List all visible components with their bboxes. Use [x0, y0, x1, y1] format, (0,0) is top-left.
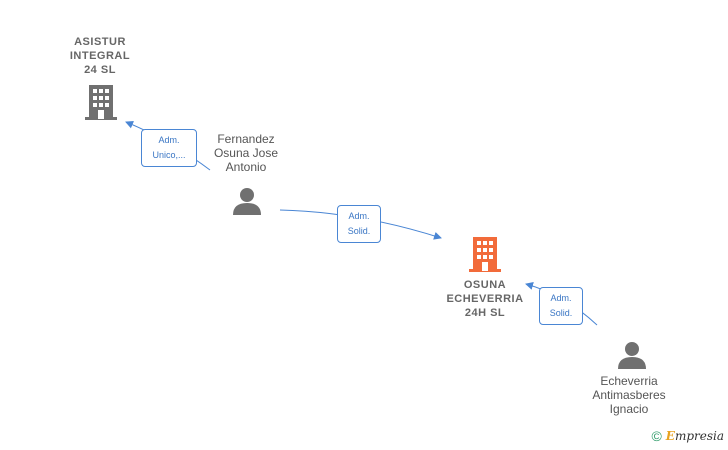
edge-label-fernandez-asistur[interactable]: Adm. Unico,...	[141, 129, 197, 167]
footer-brand: © Empresia	[651, 428, 724, 444]
person-icon[interactable]	[617, 340, 647, 370]
edge-label-fernandez-osuna[interactable]: Adm. Solid.	[337, 205, 381, 243]
edge-label-echeverria-osuna[interactable]: Adm. Solid.	[539, 287, 583, 325]
building-icon[interactable]	[469, 236, 501, 272]
company-label-asistur[interactable]: ASISTUR INTEGRAL 24 SL	[69, 36, 131, 76]
building-icon[interactable]	[85, 84, 117, 120]
brand-logo: Empresia	[665, 429, 724, 443]
person-label-fernandez[interactable]: Fernandez Osuna Jose Antonio	[213, 132, 279, 174]
person-icon[interactable]	[232, 186, 262, 216]
copyright-icon: ©	[651, 428, 662, 444]
company-label-osuna[interactable]: OSUNA ECHEVERRIA 24H SL	[446, 279, 524, 319]
person-label-echeverria[interactable]: Echeverria Antimasberes Ignacio	[592, 374, 666, 416]
